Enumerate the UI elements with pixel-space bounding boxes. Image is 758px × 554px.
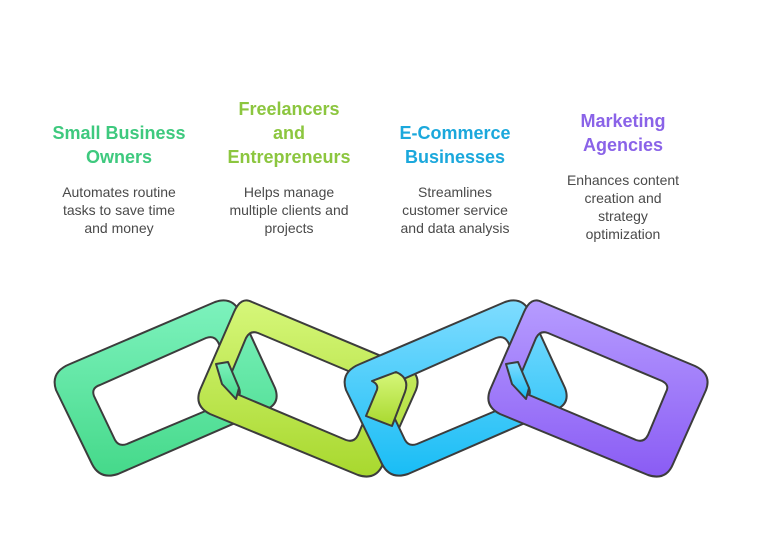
segment-title: Marketing Agencies [538,109,708,157]
segment-title: Freelancers and Entrepreneurs [204,97,374,169]
segment-title-line: Agencies [582,135,664,155]
segment-title-line: Freelancers [238,99,340,119]
segment-description-line: Helps manage [243,184,335,200]
segment-description-line: strategy [598,208,648,224]
segment-freelancers: Freelancers and Entrepreneurs Helps mana… [204,97,374,237]
segment-title: E-Commerce Businesses [370,121,540,169]
segment-title-line: Businesses [404,147,506,167]
segment-title: Small Business Owners [34,121,204,169]
segment-small-business: Small Business Owners Automates routine … [34,121,204,237]
segment-description: Automates routine tasks to save time and… [34,183,204,237]
segment-description: Helps manage multiple clients and projec… [204,183,374,237]
segment-title-line: Small Business [52,123,186,143]
segment-description-line: Streamlines [418,184,492,200]
chain-link-blue-overlap [505,361,530,400]
segment-title-line: Owners [85,147,153,167]
segment-description-line: and money [84,220,154,236]
segment-description-line: optimization [585,226,661,242]
segment-title-line: Marketing [580,111,666,131]
segment-description-line: Automates routine [62,184,176,200]
chain-link-green-overlap [215,361,240,400]
segment-title-line: Entrepreneurs [227,147,351,167]
segment-description-line: customer service [402,202,508,218]
segment-description-line: Enhances content [566,172,680,188]
chain-link-lime-overlap [365,371,408,427]
segment-ecommerce: E-Commerce Businesses Streamlines custom… [370,121,540,237]
segment-title-line: and [272,123,305,143]
segment-description-line: tasks to save time [62,202,176,218]
segment-marketing: Marketing Agencies Enhances content crea… [538,109,708,243]
segment-description: Enhances content creation and strategy o… [538,171,708,243]
segment-description-line: multiple clients and [229,202,349,218]
segment-description-line: and data analysis [400,220,510,236]
segment-description: Streamlines customer service and data an… [370,183,540,237]
segment-description-line: projects [264,220,314,236]
chain-link-purple [487,299,709,478]
segment-description-line: creation and [584,190,662,206]
segment-title-line: E-Commerce [399,123,511,143]
